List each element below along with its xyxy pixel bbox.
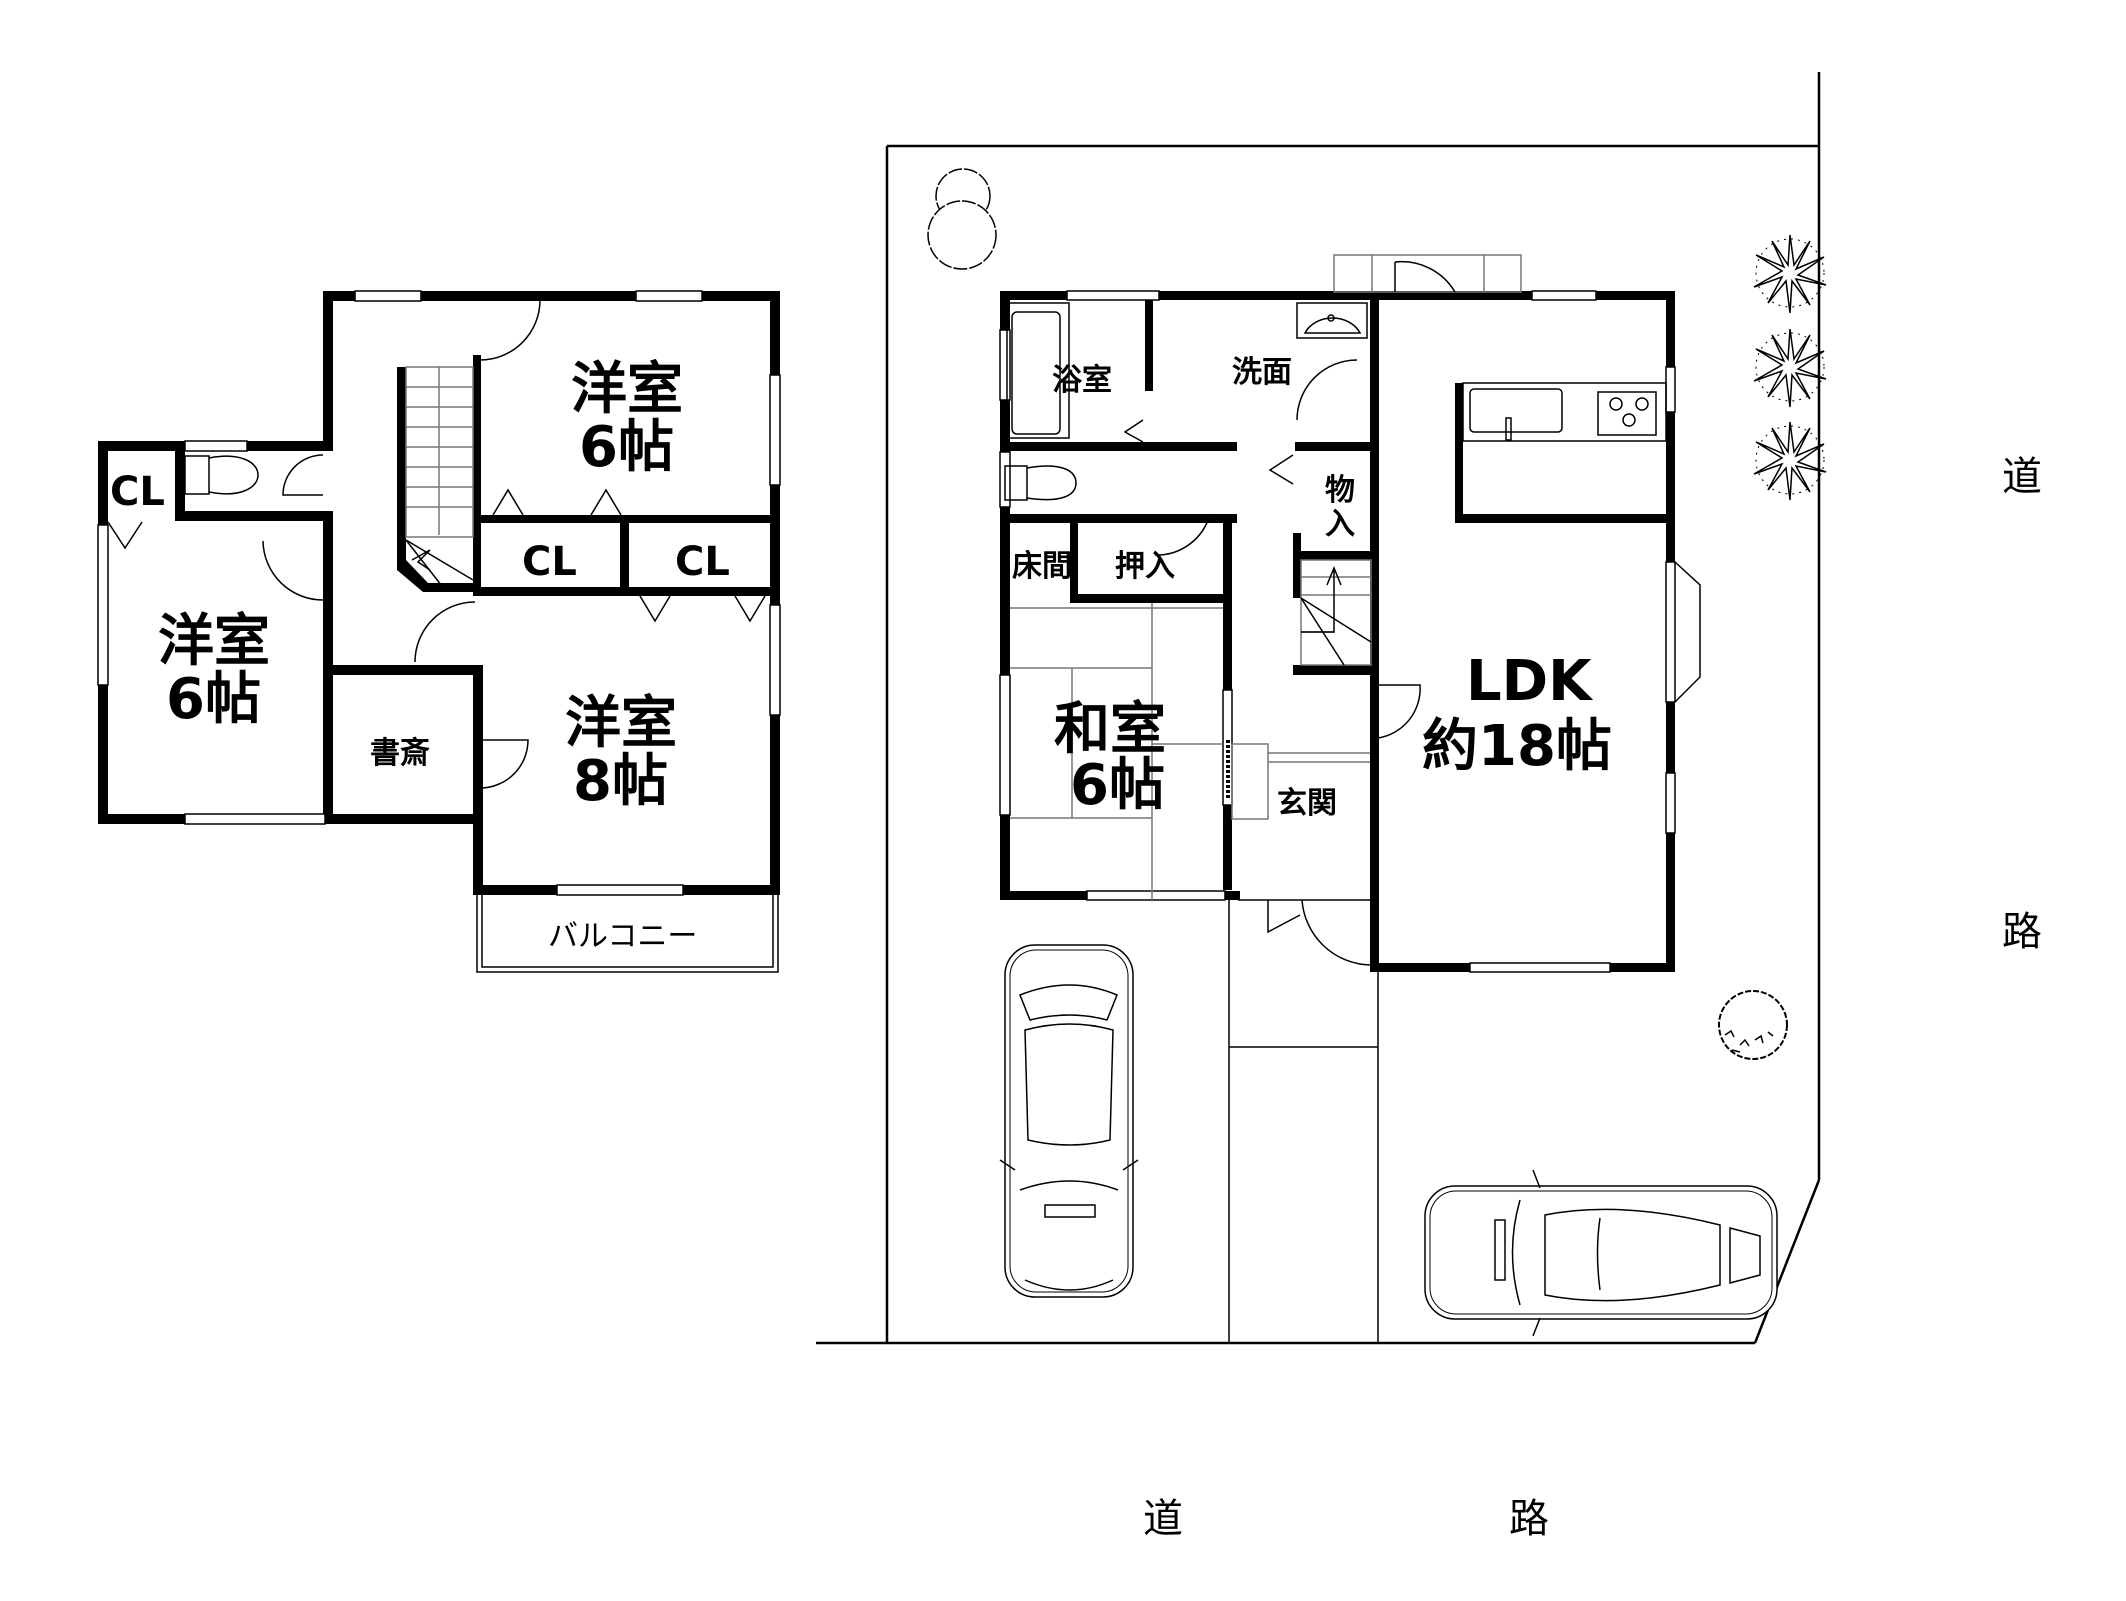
kitchen-counter [1462,382,1667,442]
balcony-outline [476,895,779,973]
room-size-ldk: 約18帖 [1422,714,1612,779]
bay-window [1674,561,1701,703]
room-label-washitsu: 和室 [1054,697,1166,762]
genkan-step [1231,743,1370,820]
room-label-genkan: 玄関 [1277,786,1337,821]
door-swing-icon [262,540,324,601]
door-swing-icon [1301,899,1371,966]
bush-icon [1718,990,1788,1060]
room-size-western-room: 6帖 [166,667,261,732]
door-swing-icon [479,739,529,789]
door-swing-icon [414,601,476,663]
room-label-washroom: 洗面 [1232,355,1292,390]
toilet-icon [1004,465,1077,501]
room-label-western-room: 洋室 [565,691,677,756]
tree-icon [927,168,997,270]
door-swing-icon [479,299,541,361]
toilet-icon [184,455,259,495]
room-label-closet: CL [522,539,577,585]
room-label-closet: CL [110,469,165,515]
room-label-western-room: 洋室 [158,609,270,674]
room-label-western-room: 洋室 [571,357,683,422]
door-swing-icon [1154,513,1211,556]
door-swing-icon [1377,684,1421,739]
stair-icon [1300,559,1372,666]
first-floor-plan [999,254,1701,973]
room-size-western-room: 6帖 [579,415,674,480]
room-label-study: 書斎 [370,736,430,771]
road-label: 道 [2002,454,2042,500]
room-label-closet: CL [675,539,730,585]
road-label: 路 [2002,909,2042,955]
room-label-storage: 入 [1325,507,1355,542]
room-label-oshiire: 押入 [1115,549,1175,584]
room-size-washitsu: 6帖 [1070,753,1165,818]
room-label-storage: 物 [1325,473,1355,508]
stair-icon [405,366,474,591]
sink-icon [1296,302,1368,339]
sink-icon [1469,388,1563,433]
room-size-western-room: 8帖 [573,749,668,814]
shrub-icon [1753,234,1827,501]
room-label-ldk: LDK [1466,649,1594,714]
room-label-bath: 浴室 [1052,363,1112,398]
car-icon [999,944,1139,1298]
door-swing-icon [1296,359,1358,421]
balcony-label: バルコニー [548,919,697,954]
stove-icon [1597,391,1657,436]
second-floor-plan [97,290,781,973]
door-swing-icon [282,454,324,496]
car-icon [1424,1169,1778,1337]
road-label: 路 [1509,1496,1549,1542]
bathtub-icon [1006,302,1070,439]
back-door-step [1333,254,1522,293]
tatami-lines [1010,603,1223,900]
site-boundary [816,72,1821,1345]
road-label: 道 [1143,1496,1183,1542]
room-label-tokonoma: 床間 [1012,549,1072,584]
